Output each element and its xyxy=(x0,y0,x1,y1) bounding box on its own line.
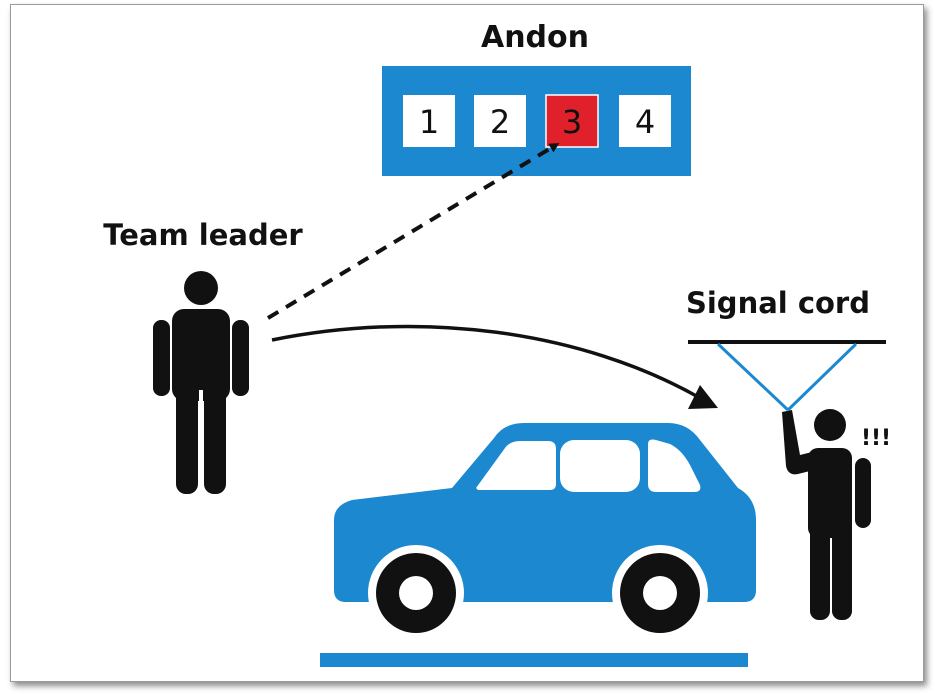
production-line-floor xyxy=(320,653,748,667)
andon-title: Andon xyxy=(481,20,589,55)
alert-exclamation: !!! xyxy=(861,426,891,451)
andon-cell-2: 2 xyxy=(474,95,526,147)
curved-arrow-to-worker xyxy=(271,324,701,400)
andon-cell-1: 1 xyxy=(403,95,455,147)
andon-cell-3-active: 3 xyxy=(545,94,599,148)
svg-text:4: 4 xyxy=(635,103,655,141)
car-icon xyxy=(334,423,756,641)
arrowhead-icon xyxy=(688,385,718,409)
svg-text:1: 1 xyxy=(419,103,439,141)
worker-person-icon xyxy=(782,409,871,620)
andon-board: 1 2 3 4 xyxy=(382,66,691,176)
dashed-arrow-to-andon xyxy=(266,142,560,320)
svg-text:3: 3 xyxy=(562,103,582,141)
svg-text:2: 2 xyxy=(490,103,510,141)
signal-cord-label: Signal cord xyxy=(686,286,870,320)
team-leader-label: Team leader xyxy=(103,218,303,252)
signal-cord xyxy=(688,340,886,412)
team-leader-person-icon xyxy=(153,271,249,494)
andon-cell-4: 4 xyxy=(619,95,671,147)
